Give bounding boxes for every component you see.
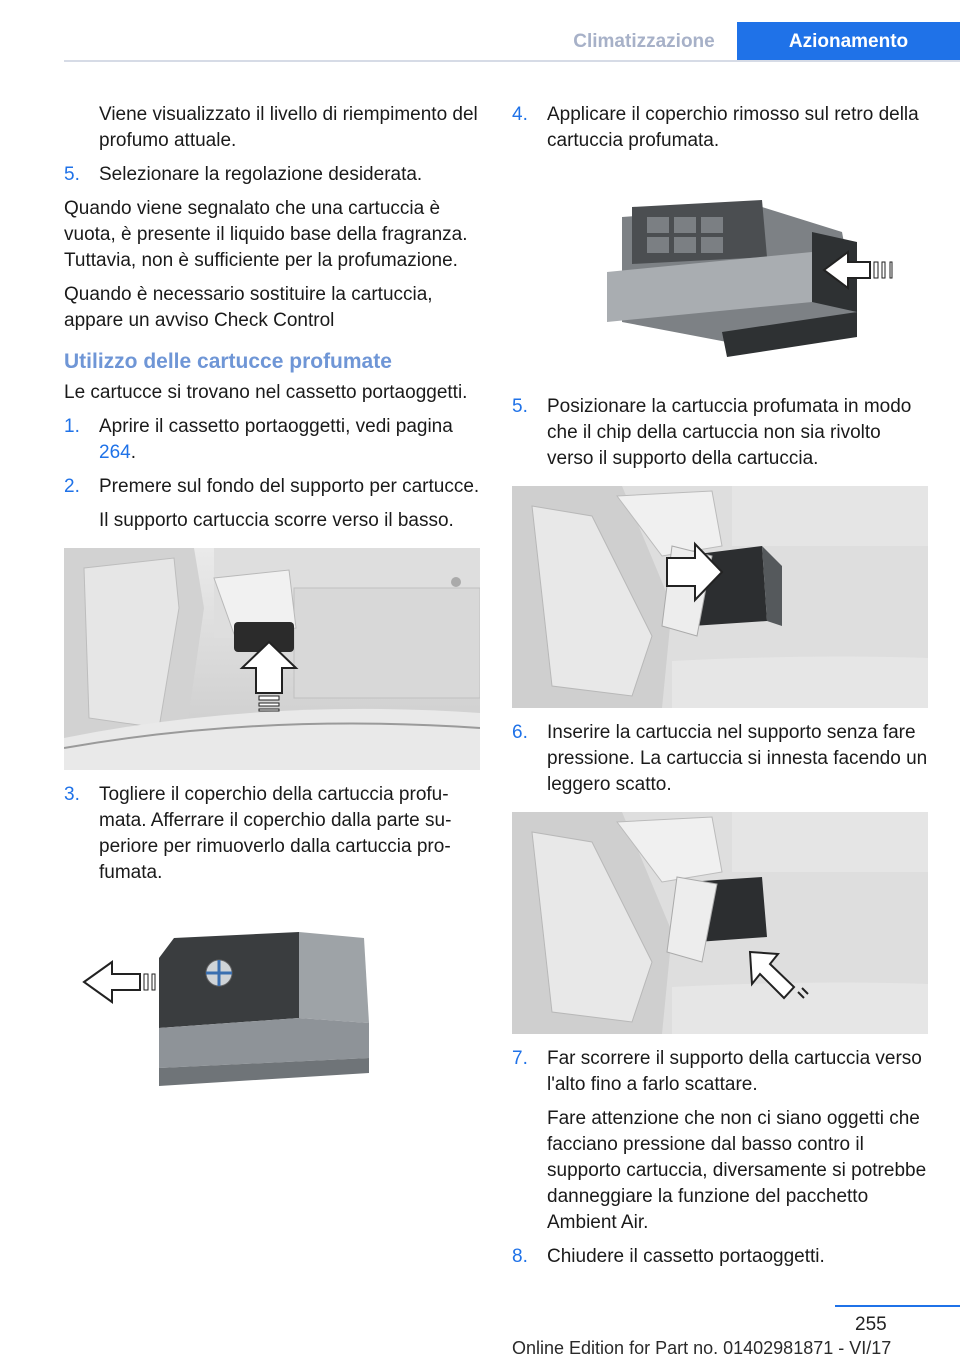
step-text: Togliere il coperchio della cartuccia pr… (99, 784, 452, 883)
paragraph-intro: Le cartucce si trovano nel cassetto port… (64, 382, 468, 403)
step-text: Aprire il cassetto portaoggetti, vedi pa… (99, 416, 453, 437)
step-number: 3. (64, 784, 80, 805)
figure-insert-cartridge (512, 812, 928, 1034)
figure-position-cartridge (512, 486, 928, 708)
step-text: Posizionare la cartuccia profumata in mo… (547, 396, 912, 469)
step-8: 8. Chiudere il cassetto portaoggetti. (512, 1244, 928, 1270)
step-text: Premere sul fondo del supporto per car­t… (99, 476, 480, 497)
step-number: 5. (64, 164, 80, 185)
right-column: 4. Applicare il coperchio rimosso sul re… (512, 102, 928, 1278)
step-3: 3. Togliere il coperchio della cartuccia… (64, 782, 480, 886)
step-number: 5. (512, 396, 528, 417)
step-6: 6. Inserire la cartuccia nel supporto se… (512, 720, 928, 798)
paragraph-check-control: Quando è necessario sostituire la cartuc… (64, 284, 433, 331)
paragraph-empty-cartridge: Quando viene segnalato che una cartuccia… (64, 198, 468, 271)
section-tab-azionamento[interactable]: Azionamento (737, 22, 960, 62)
step-5-right: 5. Posizionare la cartuccia profumata in… (512, 394, 928, 472)
step-2: 2. Premere sul fondo del supporto per ca… (64, 474, 480, 534)
arrow-up-icon (239, 640, 299, 712)
step-number: 4. (512, 104, 528, 125)
step-subtext: Il supporto cartuccia scorre verso il ba… (99, 510, 454, 531)
step-number: 1. (64, 416, 80, 437)
header-rule (64, 60, 960, 62)
step-5-left: 5. Selezionare la regolazione desiderata… (64, 162, 480, 188)
step-number: 8. (512, 1246, 528, 1267)
step-text-end: . (130, 442, 136, 463)
step-text: Selezionare la regolazione desiderata. (99, 164, 423, 185)
section-heading: Utilizzo delle cartucce profumate (64, 350, 392, 373)
step-4: 4. Applicare il coperchio rimosso sul re… (512, 102, 928, 154)
step-number: 7. (512, 1048, 528, 1069)
arrow-right-icon (666, 541, 724, 603)
step-number: 2. (64, 476, 80, 497)
arrow-left-icon (82, 960, 156, 1004)
figure-remove-cap (82, 932, 369, 1086)
step-text: Chiudere il cassetto portaoggetti. (547, 1246, 825, 1267)
step-text: Far scorrere il supporto della cartuccia… (547, 1048, 922, 1095)
section-tab-climatizzazione[interactable]: Climatizzazione (573, 31, 715, 52)
step-subtext: Fare attenzione che non ci siano oggetti… (547, 1108, 927, 1233)
arrow-left-icon (822, 250, 893, 290)
page-link-264[interactable]: 264 (99, 442, 131, 463)
step-7: 7. Far scorrere il supporto della cartuc… (512, 1046, 928, 1236)
page-number: 255 (855, 1314, 887, 1335)
step-1: 1. Aprire il cassetto portaoggetti, vedi… (64, 414, 480, 466)
continuation-text: Viene visualizzato il livello di riempim… (99, 104, 478, 151)
footer-rule (835, 1305, 960, 1307)
figure-press-holder (64, 548, 480, 770)
step-number: 6. (512, 722, 528, 743)
arrow-diagonal-icon (748, 950, 809, 1000)
step-text: Applicare il coperchio rimosso sul retro… (547, 104, 919, 151)
edition-footer: Online Edition for Part no. 01402981871 … (512, 1338, 892, 1358)
step-text: Inserire la cartuccia nel supporto senza… (547, 722, 928, 795)
figure-cap-on-back (607, 200, 893, 357)
left-column: Viene visualizzato il livello di riempim… (64, 102, 480, 1098)
